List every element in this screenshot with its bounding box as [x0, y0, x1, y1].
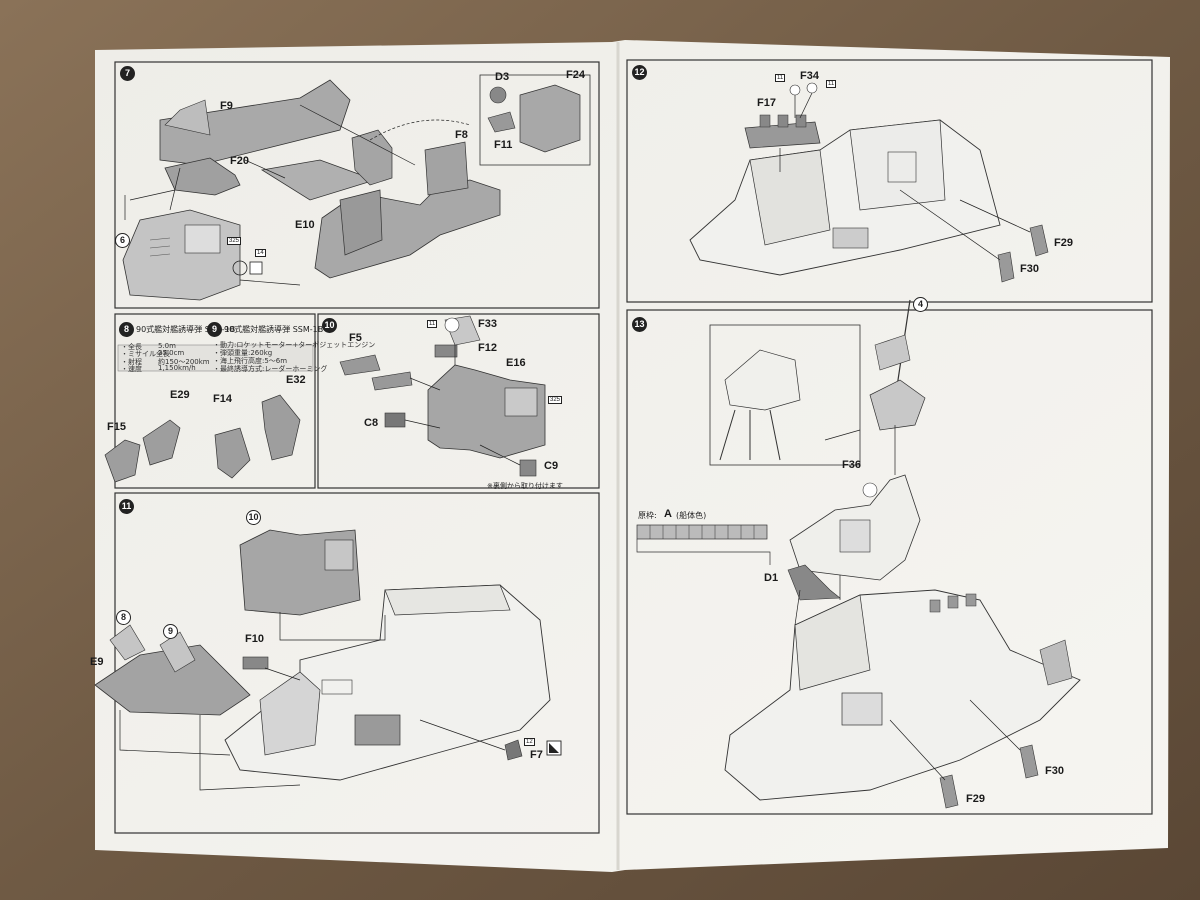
- step10-note: ※裏側から取り付けます: [487, 482, 563, 490]
- step8-drawing: [104, 419, 181, 483]
- page-ref-tag: 11: [427, 320, 438, 328]
- part-label: E10: [295, 219, 315, 231]
- step11-number: 11: [119, 499, 134, 514]
- part-label: E16: [506, 357, 526, 369]
- page-ref-tag: 14: [255, 249, 266, 257]
- page-ref-tag: 11: [826, 80, 837, 88]
- paint-code-tag: 325: [227, 237, 242, 245]
- paint-code-tag: 325: [548, 396, 563, 404]
- part-label: F15: [107, 421, 126, 433]
- part-label: F9: [220, 100, 233, 112]
- step9-drawing: [214, 394, 301, 479]
- spec-line: ・海上飛行高度:5〜6m: [213, 357, 288, 365]
- step13-drawing: [636, 299, 1081, 809]
- step10-number: 10: [322, 318, 337, 333]
- part-label: F36: [842, 459, 861, 471]
- part-label: F30: [1020, 263, 1039, 275]
- page-ref-tag: 11: [775, 74, 786, 82]
- step9-title: 90式艦対艦誘導弾 SSM-1B: [224, 325, 324, 334]
- part-label: E29: [170, 389, 190, 401]
- part-label: F12: [478, 342, 497, 354]
- step10-drawing: [339, 315, 546, 477]
- spec-label: ・全長: [121, 343, 142, 351]
- substep-number: 8: [116, 610, 131, 625]
- spec-value: 5.0m: [158, 342, 176, 350]
- part-label: F5: [349, 332, 362, 344]
- part-label: F8: [455, 129, 468, 141]
- substep-number: 10: [246, 510, 261, 525]
- part-label: E9: [90, 656, 104, 668]
- spec-label: ・射程: [121, 358, 142, 366]
- part-label: D3: [495, 71, 510, 83]
- part-label: F11: [494, 139, 513, 151]
- part-label: F10: [245, 633, 264, 645]
- part-label: F14: [213, 393, 232, 405]
- sprue-letter: A: [664, 508, 672, 520]
- step11-drawing: [94, 529, 562, 791]
- spec-line: ・動力:ロケットモーター+ターボジェットエンジン: [213, 341, 376, 349]
- part-label: F17: [757, 97, 776, 109]
- step12-number: 12: [632, 65, 647, 80]
- part-label: F24: [566, 69, 585, 81]
- part-label: C9: [544, 460, 559, 472]
- spec-value: 1,150km/h: [158, 364, 196, 372]
- part-label: F20: [230, 155, 249, 167]
- page-ref-tag: 12: [524, 738, 535, 746]
- part-label: F30: [1045, 765, 1064, 777]
- part-label: F7: [530, 749, 543, 761]
- sprue-label: 原枠:: [638, 511, 657, 520]
- step8-title: 90式艦対艦誘導弾 SSM-1B: [136, 325, 236, 334]
- step7-number: 7: [120, 66, 135, 81]
- panel-step7-border: [114, 61, 600, 309]
- step7-drawing: [122, 74, 591, 301]
- part-label: D1: [764, 572, 779, 584]
- step9-number: 9: [207, 322, 222, 337]
- part-label: C8: [364, 417, 379, 429]
- part-label: F33: [478, 318, 497, 330]
- step8-number: 8: [119, 322, 134, 337]
- spec-value: 約150〜200km: [158, 358, 210, 366]
- step12-drawing: [689, 82, 1049, 283]
- part-label: F29: [1054, 237, 1073, 249]
- part-label: F29: [966, 793, 985, 805]
- part-label: E32: [286, 374, 306, 386]
- sprue-color: (船体色): [676, 511, 707, 520]
- substep-number: 4: [913, 297, 928, 312]
- spec-value: 35.0cm: [158, 349, 185, 357]
- spec-label: ・ミサイル全長: [121, 350, 170, 358]
- spec-label: ・速度: [121, 365, 142, 373]
- step13-number: 13: [632, 317, 647, 332]
- part-label: F34: [800, 70, 819, 82]
- substep-number: 6: [115, 233, 130, 248]
- spec-line: ・最終誘導方式:レーダーホーミング: [213, 365, 328, 373]
- substep-number: 9: [163, 624, 178, 639]
- spec-line: ・弾頭重量:260kg: [213, 349, 273, 357]
